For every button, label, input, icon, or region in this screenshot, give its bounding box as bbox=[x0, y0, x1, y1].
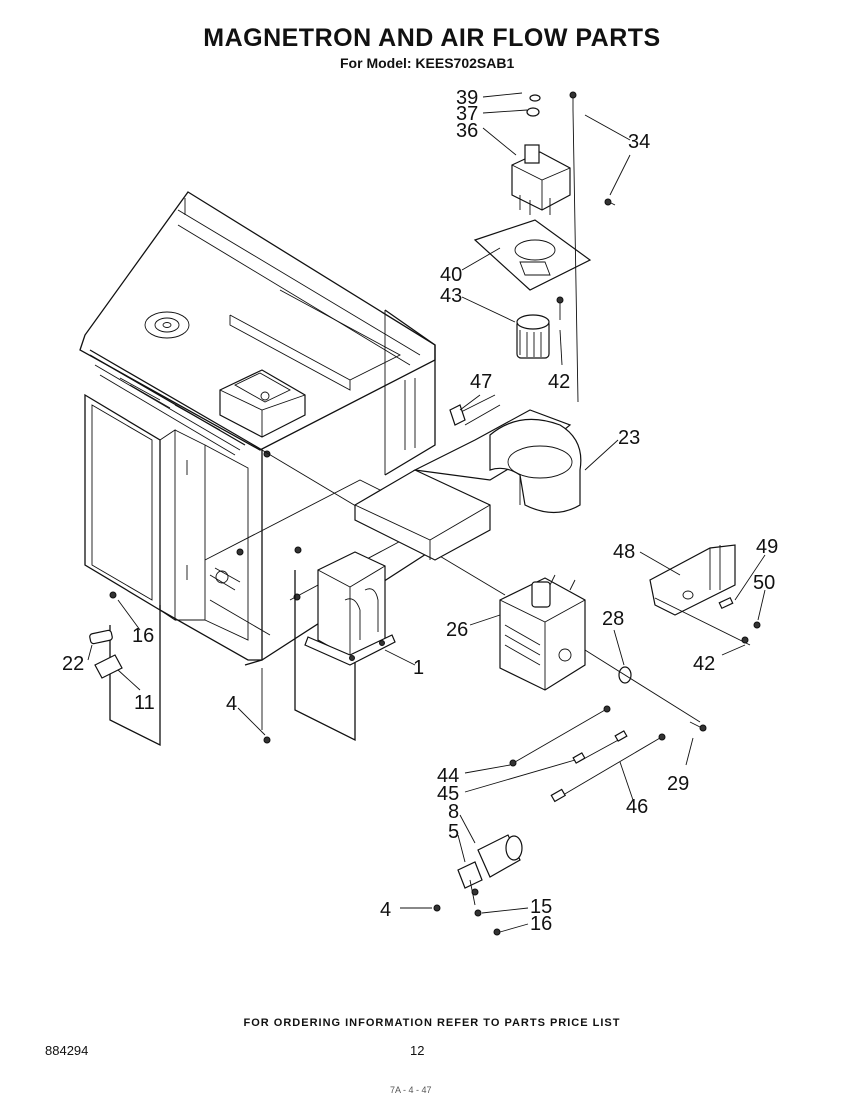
cabinet-chassis bbox=[79, 191, 506, 747]
capacitor bbox=[433, 834, 523, 936]
callout-16b: 16 bbox=[530, 913, 552, 935]
callout-28: 28 bbox=[602, 608, 624, 630]
callout-4: 4 bbox=[226, 693, 237, 715]
page-number: 12 bbox=[410, 1043, 425, 1058]
air-duct bbox=[354, 394, 582, 561]
callout-16: 16 bbox=[132, 625, 154, 647]
callout-37: 37 bbox=[456, 103, 478, 125]
callout-labels: 39 37 36 34 40 43 42 47 23 48 49 50 42 2… bbox=[62, 87, 778, 935]
callout-48: 48 bbox=[613, 541, 635, 563]
fan-motor bbox=[473, 91, 616, 403]
callout-1: 1 bbox=[413, 657, 424, 679]
callout-43: 43 bbox=[440, 285, 462, 307]
callout-15: 15 bbox=[530, 896, 552, 918]
callout-11: 11 bbox=[134, 692, 155, 714]
callout-50: 50 bbox=[753, 572, 775, 594]
model-subtitle: For Model: KEES702SAB1 bbox=[340, 55, 515, 71]
callout-36: 36 bbox=[456, 120, 478, 142]
callout-4b: 4 bbox=[380, 899, 391, 921]
callout-39: 39 bbox=[456, 87, 478, 109]
magnetron bbox=[499, 574, 586, 691]
thermal-cutoff bbox=[584, 649, 701, 723]
callout-22: 22 bbox=[62, 653, 84, 675]
document-id: 884294 bbox=[45, 1043, 89, 1058]
callout-42: 42 bbox=[548, 371, 570, 393]
callout-34: 34 bbox=[628, 131, 650, 153]
callout-5: 5 bbox=[448, 821, 459, 843]
page-title: MAGNETRON AND AIR FLOW PARTS bbox=[203, 24, 661, 52]
callout-42b: 42 bbox=[693, 653, 715, 675]
transformer bbox=[304, 551, 396, 666]
diode-assembly bbox=[89, 591, 123, 679]
callout-45: 45 bbox=[437, 783, 459, 805]
callout-8: 8 bbox=[448, 801, 459, 823]
callout-26: 26 bbox=[446, 619, 468, 641]
callout-44: 44 bbox=[437, 765, 459, 787]
callout-46: 46 bbox=[626, 796, 648, 818]
callout-49: 49 bbox=[756, 536, 778, 558]
bottom-mark: 7A - 4 - 47 bbox=[390, 1085, 432, 1095]
callout-arrows bbox=[87, 92, 766, 933]
bracket-48 bbox=[649, 544, 761, 646]
callout-29: 29 bbox=[667, 773, 689, 795]
clip-47 bbox=[449, 404, 466, 426]
callout-47: 47 bbox=[470, 371, 492, 393]
callout-40: 40 bbox=[440, 264, 462, 286]
wire-leads bbox=[509, 705, 707, 803]
screw-4 bbox=[263, 736, 271, 744]
ordering-note: FOR ORDERING INFORMATION REFER TO PARTS … bbox=[243, 1017, 621, 1029]
callout-23: 23 bbox=[618, 427, 640, 449]
